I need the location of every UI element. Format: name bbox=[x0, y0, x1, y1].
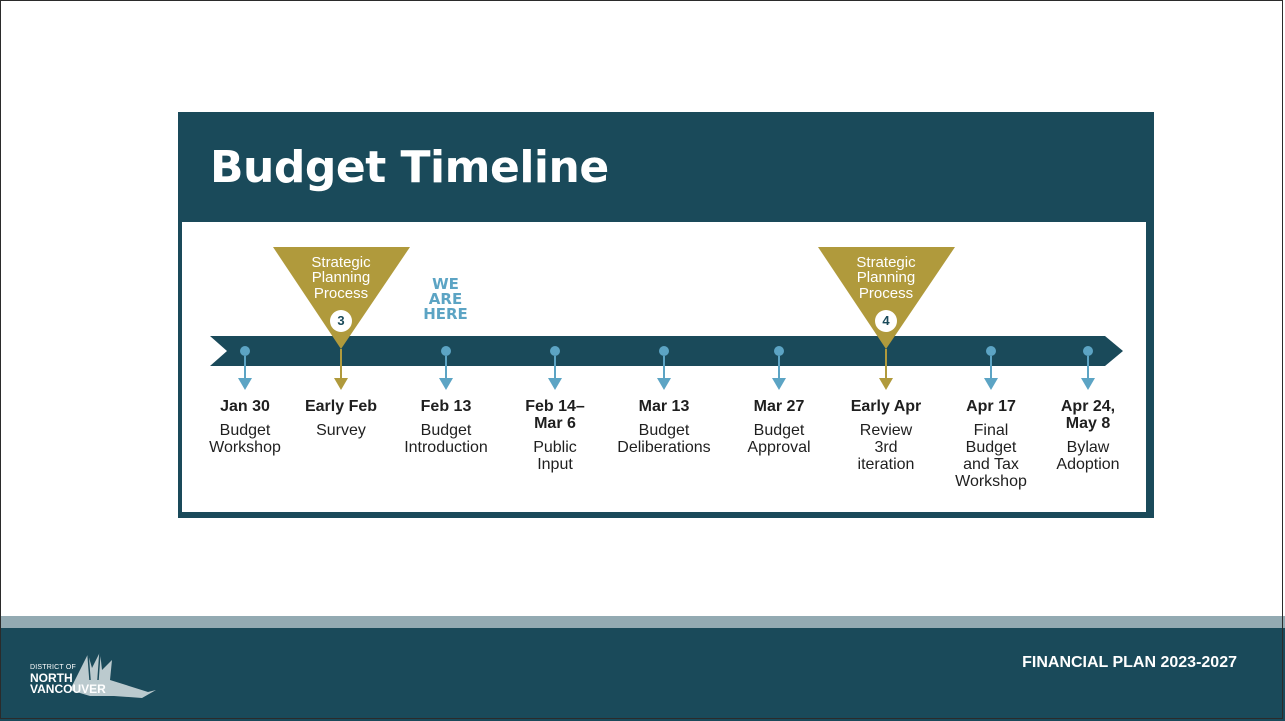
footer-title: FINANCIAL PLAN 2023-2027 bbox=[1022, 654, 1237, 671]
milestone-description: Approval bbox=[747, 439, 811, 456]
milestone-pin-dot bbox=[986, 346, 996, 356]
milestone-description: iteration bbox=[857, 456, 915, 473]
milestone-description: Survey bbox=[316, 422, 366, 439]
current-marker-line2: ARE bbox=[428, 290, 463, 308]
milestone-description: Budget bbox=[753, 422, 805, 439]
milestone-description: Deliberations bbox=[617, 439, 711, 456]
milestone-date: Mar 6 bbox=[534, 415, 576, 432]
milestone-date: Apr 17 bbox=[966, 398, 1016, 415]
logo-line2: NORTH bbox=[30, 671, 73, 685]
milestone-description: Review bbox=[859, 422, 913, 439]
milestone-description: 3rd bbox=[874, 439, 898, 456]
milestone-description: Adoption bbox=[1056, 456, 1120, 473]
milestone-pin-dot bbox=[774, 346, 784, 356]
milestone-description: Bylaw bbox=[1066, 439, 1110, 456]
milestone-description: Budget bbox=[420, 422, 472, 439]
milestone-date: Early Feb bbox=[304, 398, 378, 415]
strategic-number-4: 4 bbox=[882, 313, 890, 328]
strategic-triangle-3 bbox=[273, 247, 410, 349]
milestone-description: Workshop bbox=[955, 473, 1027, 490]
milestone-date: Feb 14– bbox=[525, 398, 585, 415]
milestone-description: Workshop bbox=[209, 439, 281, 456]
current-position-marker: WE ARE HERE bbox=[388, 277, 503, 322]
milestone-arrowhead bbox=[238, 378, 252, 390]
milestone-arrowhead bbox=[334, 378, 348, 390]
milestone-description: Introduction bbox=[404, 439, 488, 456]
logo-text: NORTH VANCOUVER bbox=[30, 671, 106, 696]
strategic-label-4-line1: Strategic bbox=[856, 254, 916, 271]
current-marker-line3: HERE bbox=[423, 305, 468, 323]
milestone-pin-dot bbox=[659, 346, 669, 356]
milestone-description: and Tax bbox=[963, 456, 1019, 473]
logo-line3: VANCOUVER bbox=[30, 682, 106, 696]
logo-line1: DISTRICT OF bbox=[30, 664, 77, 671]
milestone-date: Jan 30 bbox=[220, 398, 270, 415]
footer-bar bbox=[0, 628, 1285, 721]
milestone-description: Public bbox=[533, 439, 577, 456]
page-title: Budget Timeline bbox=[210, 142, 609, 193]
milestone-description: Budget bbox=[965, 439, 1017, 456]
milestone-description: Input bbox=[537, 456, 573, 473]
milestone-arrowhead bbox=[439, 378, 453, 390]
strategic-label-4-line3: Process bbox=[858, 285, 914, 302]
milestone-date: May 8 bbox=[1065, 415, 1111, 432]
strategic-label-3-line1: Strategic bbox=[311, 254, 371, 271]
footer-band bbox=[0, 616, 1285, 628]
district-logo: DISTRICT OF NORTH VANCOUVER bbox=[30, 650, 160, 710]
milestone-arrowhead bbox=[657, 378, 671, 390]
strategic-label-4-line2: Planning bbox=[856, 269, 916, 286]
strategic-triangle-4 bbox=[818, 247, 955, 349]
milestone-pin-dot bbox=[240, 346, 250, 356]
milestone-arrowhead bbox=[772, 378, 786, 390]
current-marker-line1: WE bbox=[432, 275, 459, 293]
milestone-description: Budget bbox=[219, 422, 271, 439]
milestone-description: Budget bbox=[638, 422, 690, 439]
milestone-pin-dot bbox=[550, 346, 560, 356]
strategic-label-3-line2: Planning bbox=[311, 269, 371, 286]
milestone-arrowhead bbox=[984, 378, 998, 390]
milestone-date: Mar 27 bbox=[753, 398, 805, 415]
milestone-arrowhead bbox=[1081, 378, 1095, 390]
strategic-number-circle-3 bbox=[330, 310, 352, 332]
strategic-number-circle-4 bbox=[875, 310, 897, 332]
milestone-date: Feb 13 bbox=[420, 398, 472, 415]
strategic-label-3-line3: Process bbox=[313, 285, 369, 302]
milestone-arrowhead bbox=[548, 378, 562, 390]
milestone-pin-dot bbox=[441, 346, 451, 356]
eagle-icon bbox=[70, 651, 156, 698]
milestone-pin-dot bbox=[1083, 346, 1093, 356]
milestone-description: Final bbox=[973, 422, 1009, 439]
milestone-date: Early Apr bbox=[850, 398, 922, 415]
milestone-date: Apr 24, bbox=[1060, 398, 1116, 415]
milestone-arrowhead bbox=[879, 378, 893, 390]
milestone-pins bbox=[238, 346, 1095, 390]
milestone-date: Mar 13 bbox=[638, 398, 690, 415]
strategic-number-3: 3 bbox=[337, 313, 345, 328]
